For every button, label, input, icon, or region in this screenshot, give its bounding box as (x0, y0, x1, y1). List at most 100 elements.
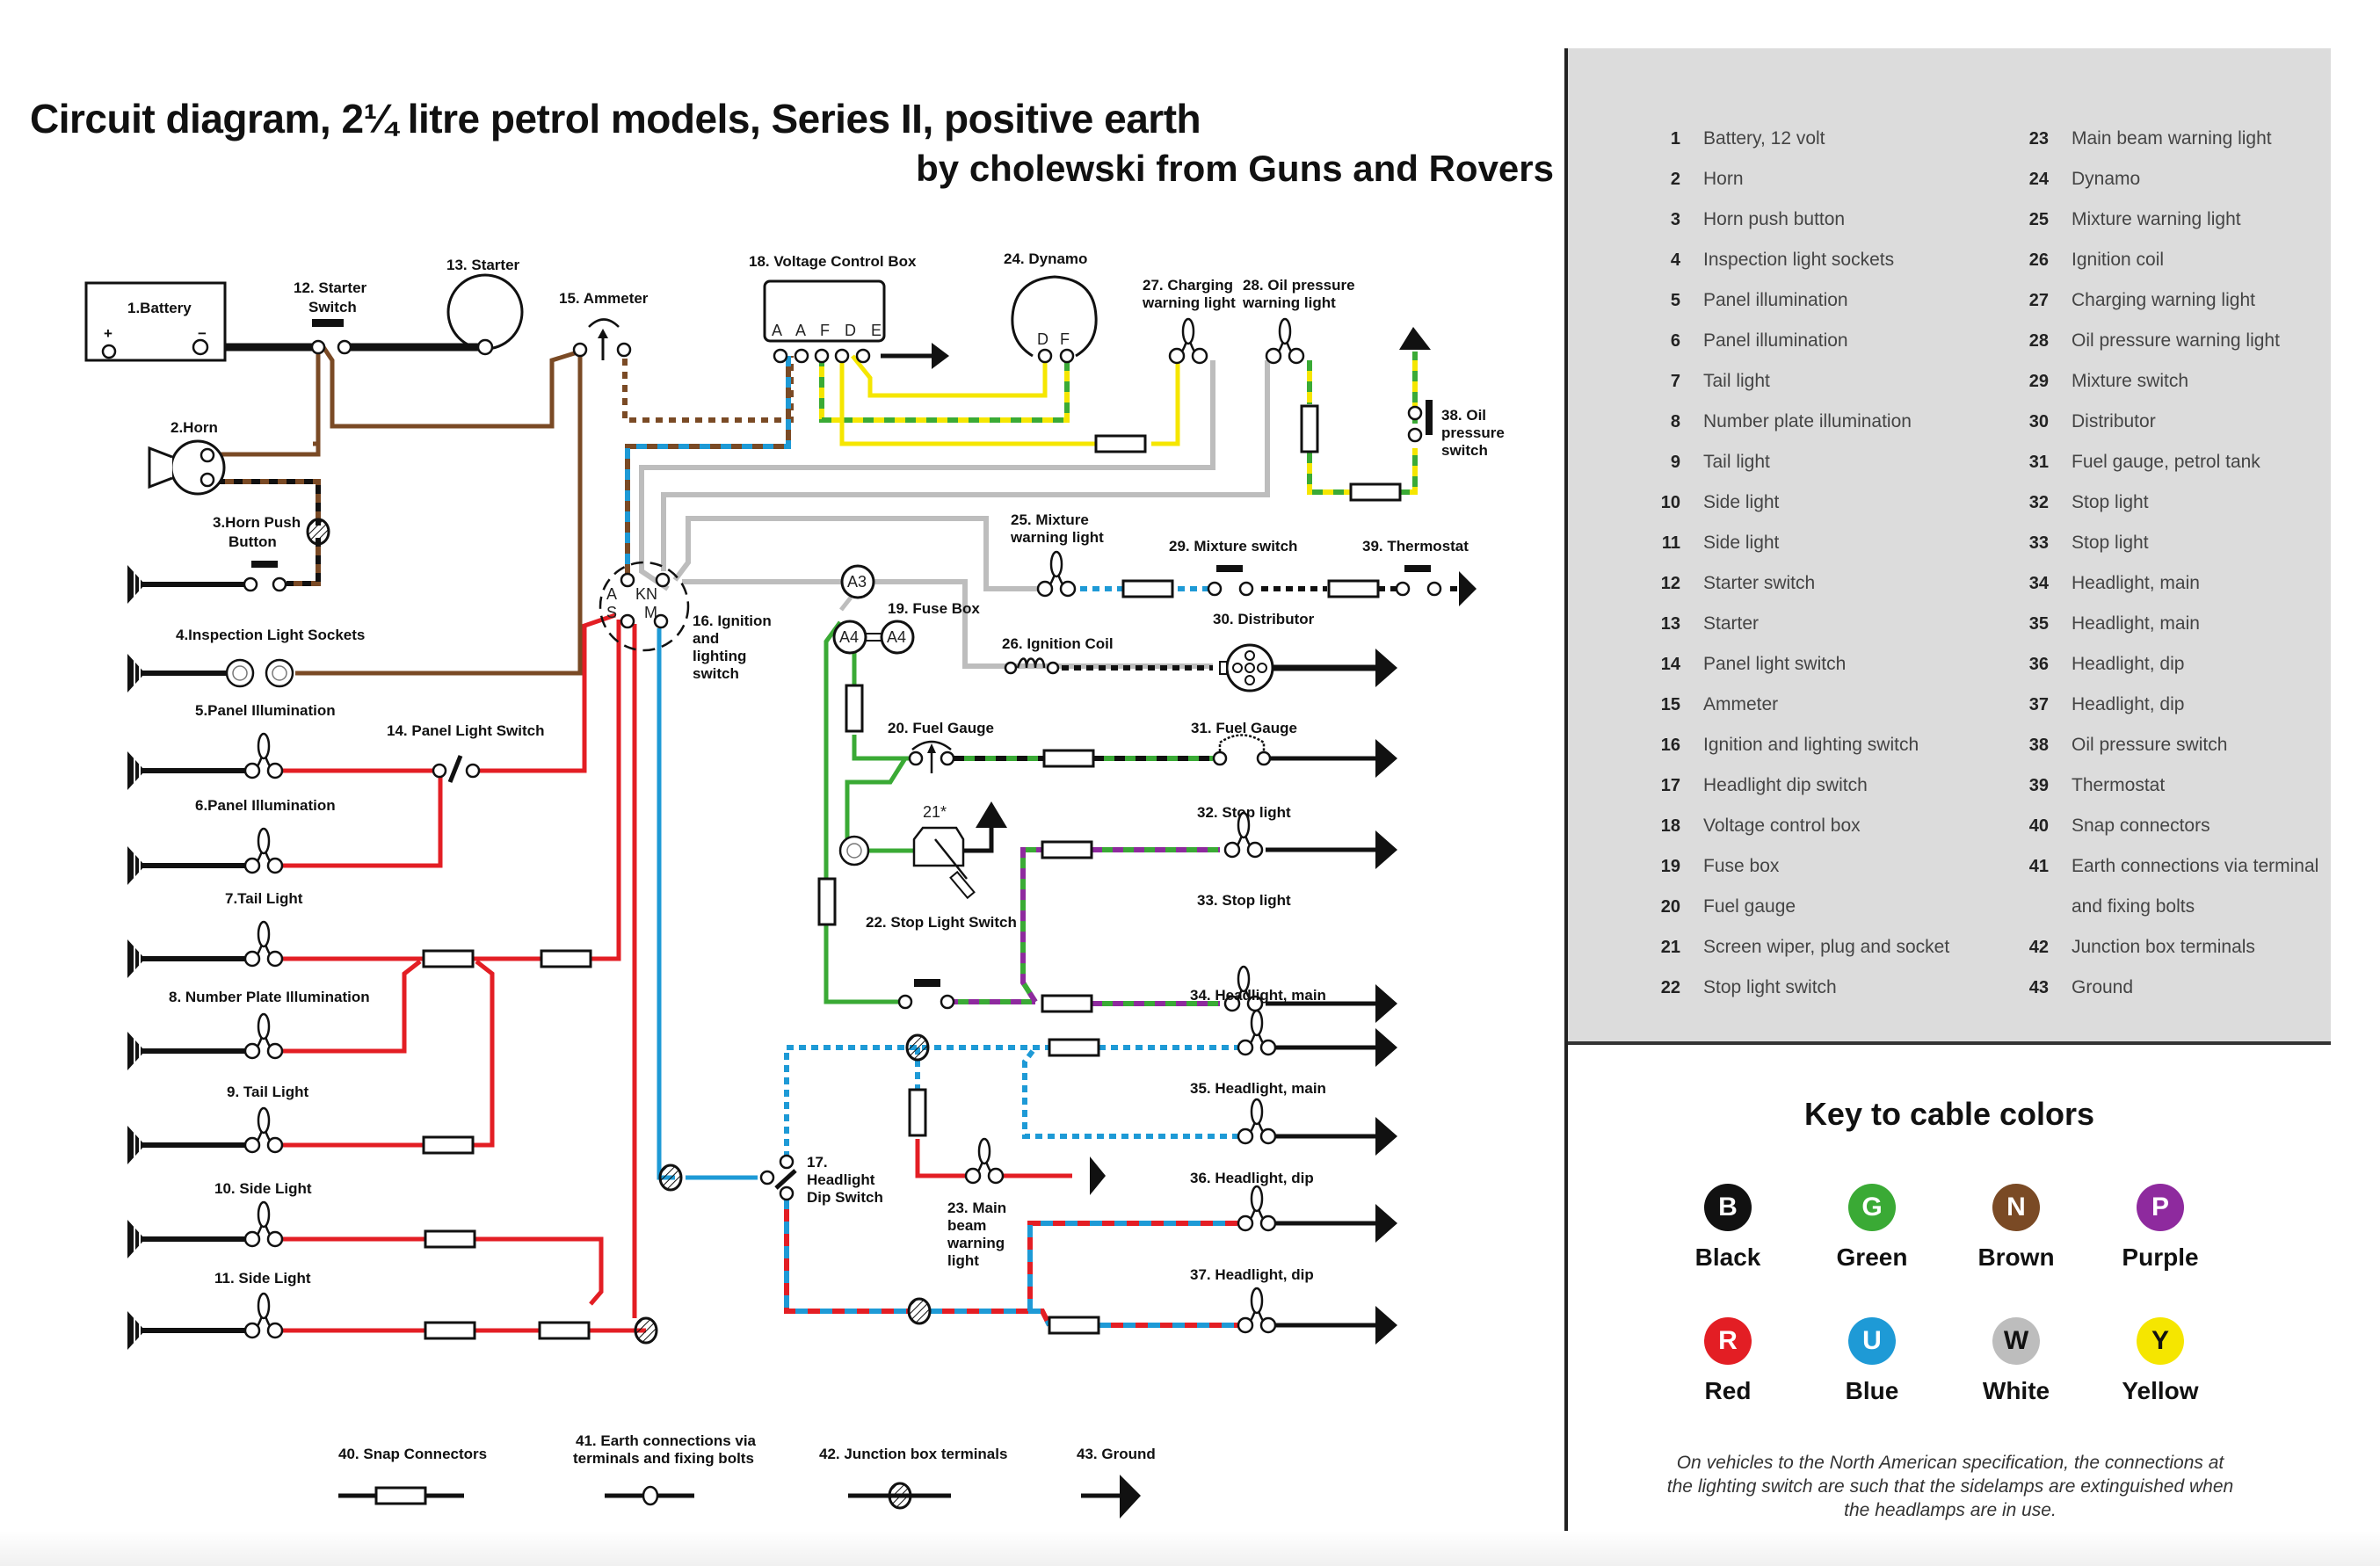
component-name: Oil pressure warning light (2072, 330, 2280, 351)
component-name: Side light (1703, 492, 1780, 512)
thermostat: 39. Thermostat (1327, 538, 1469, 598)
svg-text:13. Starter: 13. Starter (446, 257, 520, 273)
component-name: Starter (1703, 613, 1760, 634)
component-number: 4 (1670, 250, 1680, 270)
component-list-item: 28 Oil pressure warning light (1994, 321, 2328, 361)
horn: 2.Horn (148, 419, 226, 496)
wire-brown-black-horn (216, 479, 321, 586)
component-name: Screen wiper, plug and socket (1703, 937, 1950, 957)
svg-text:14. Panel Light Switch: 14. Panel Light Switch (387, 722, 544, 739)
component-name: Horn (1703, 169, 1744, 189)
svg-text:and: and (693, 630, 719, 647)
component-number: 8 (1670, 411, 1680, 431)
component-number: 15 (1660, 694, 1680, 714)
color-name: Brown (1977, 1243, 2055, 1271)
component-number: 23 (2028, 128, 2049, 149)
component-name: Fuel gauge, petrol tank (2072, 452, 2260, 472)
svg-text:Headlight: Headlight (807, 1171, 875, 1188)
svg-text:D F: D F (1037, 330, 1073, 348)
color-name: Yellow (2122, 1377, 2199, 1404)
component-number: 39 (2028, 775, 2049, 795)
component-number: 28 (2028, 330, 2049, 351)
horn-push-button: 3.Horn Push Button (213, 514, 330, 592)
svg-text:warning: warning (947, 1235, 1005, 1251)
svg-text:27. Charging: 27. Charging (1143, 277, 1233, 294)
component-name: and fixing bolts (2072, 896, 2195, 917)
wire-red-panel (279, 613, 616, 773)
svg-text:5.Panel Illumination: 5.Panel Illumination (195, 702, 336, 719)
bulb-head-36: 36. Headlight, dip (1190, 1170, 1314, 1232)
wire-black-wiper-ground (963, 828, 994, 853)
component-name: Junction box terminals (2072, 937, 2255, 957)
component-number: 12 (1660, 573, 1680, 593)
svg-text:40. Snap Connectors: 40. Snap Connectors (338, 1446, 487, 1462)
component-name: Panel light switch (1703, 654, 1847, 674)
bulb-panel-5: 5.Panel Illumination (195, 702, 336, 779)
bulb-stop-32: 32. Stop light (1197, 804, 1291, 859)
wire-green-stop (824, 879, 901, 1004)
svg-text:Dip Switch: Dip Switch (807, 1189, 883, 1206)
component-name: Stop light (2072, 492, 2149, 512)
component-number: 42 (2028, 937, 2049, 957)
svg-text:33. Stop light: 33. Stop light (1197, 892, 1291, 909)
bulb-side-11: 11. Side Light (214, 1270, 311, 1339)
svg-text:light: light (947, 1252, 979, 1269)
snap-connectors-headlights (908, 1038, 1100, 1335)
component-name: Earth connections via terminal (2072, 856, 2319, 876)
color-code-badge: P (2137, 1184, 2184, 1231)
voltage-control-box: 18. Voltage Control Box A A F D E (749, 253, 917, 364)
component-list-item: 26 Ignition coil (1994, 240, 2328, 280)
wires (200, 343, 1459, 1333)
svg-text:28. Oil pressure: 28. Oil pressure (1243, 277, 1355, 294)
bulb-head-34: 34. Headlight, main (1190, 987, 1326, 1056)
svg-text:21*: 21* (923, 803, 947, 821)
component-name: Headlight dip switch (1703, 775, 1868, 795)
component-number: 26 (2028, 250, 2049, 270)
component-name: Headlight, main (2072, 573, 2200, 593)
dynamo: 24. Dynamo D F (1004, 250, 1098, 364)
svg-text:12. Starter: 12. Starter (294, 279, 367, 296)
color-code-badge: N (1992, 1184, 2040, 1231)
component-number: 3 (1670, 209, 1680, 229)
svg-text:A4: A4 (887, 628, 906, 646)
svg-text:A A F D E: A A F D E (772, 322, 887, 339)
component-name: Mixture switch (2072, 371, 2189, 391)
svg-text:31. Fuel Gauge: 31. Fuel Gauge (1191, 720, 1297, 736)
wire-brown-ammeter (313, 345, 581, 446)
left-grounds (127, 564, 250, 1351)
svg-text:36. Headlight, dip: 36. Headlight, dip (1190, 1170, 1314, 1186)
svg-text:7.Tail Light: 7.Tail Light (225, 890, 303, 907)
wire-yellow-charging (839, 356, 1180, 446)
component-name: Ammeter (1703, 694, 1779, 714)
color-code-badge: G (1848, 1184, 1896, 1231)
component-number: 13 (1660, 613, 1680, 634)
component-number: 16 (1660, 735, 1680, 755)
svg-text:11. Side Light: 11. Side Light (214, 1270, 311, 1287)
wire-brown-dotted-vcb (622, 356, 794, 423)
wire-blue-dotted-main35 (1022, 1049, 1237, 1139)
legend-junction-terminal: 42. Junction box terminals (819, 1446, 1007, 1510)
component-number: 32 (2028, 492, 2049, 512)
distributor: 30. Distributor (1213, 611, 1315, 692)
north-america-note: On vehicles to the North American specif… (1666, 1453, 2234, 1520)
component-name: Ignition coil (2072, 250, 2165, 270)
oil-pressure-warning-light: 28. Oil pressure warning light (1242, 277, 1355, 365)
component-list-item: 42 Junction box terminals (1994, 927, 2328, 968)
bottom-fade (0, 1531, 2380, 1566)
